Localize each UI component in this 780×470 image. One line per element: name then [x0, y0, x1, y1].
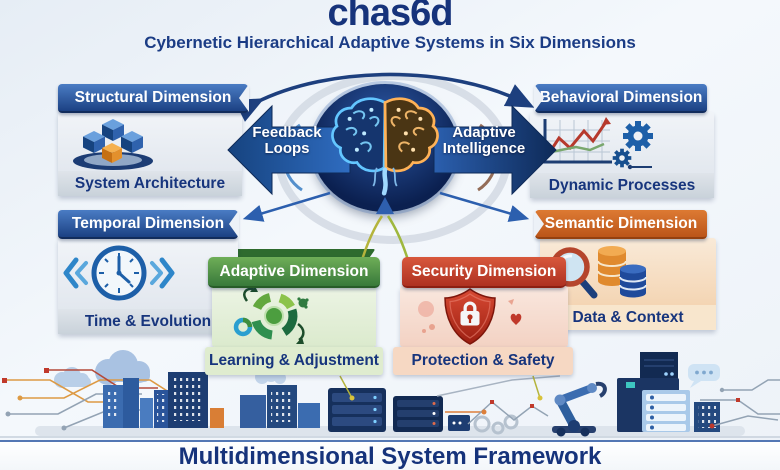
- adaptive-dimension-panel: [212, 286, 376, 347]
- semantic-dimension-title: Semantic Dimension: [544, 215, 698, 232]
- bottom-up-arrowhead: [376, 197, 394, 214]
- security-dimension-caption: Protection & Safety: [393, 347, 573, 375]
- city-tech-skyline: [0, 350, 780, 438]
- temporal-dimension-header: Temporal Dimension: [58, 210, 238, 239]
- temporal-dimension-caption: Time & Evolution: [58, 309, 238, 334]
- cube-right: [121, 131, 143, 153]
- adaptive-intelligence-arrow: [433, 104, 557, 196]
- center-connectors: [227, 72, 557, 261]
- database-orange: [597, 246, 627, 286]
- security-dimension-header: Security Dimension: [402, 257, 566, 288]
- arrow-to-semantic: [439, 191, 530, 222]
- cube-left: [83, 131, 105, 153]
- circuit-lines-right: [700, 379, 780, 427]
- cube-orange: [102, 143, 122, 163]
- buildings-left: [103, 372, 320, 428]
- structural-dimension-caption: System Architecture: [58, 171, 242, 196]
- server-tower: [617, 352, 690, 432]
- server-rack-b: [393, 396, 443, 432]
- behavioral-dimension-header: Behavioral Dimension: [535, 84, 707, 113]
- footer-title: Multidimensional System Framework: [178, 443, 602, 470]
- feedback-loops-label: Feedback Loops: [252, 124, 322, 157]
- semantic-dimension-header: Semantic Dimension: [535, 210, 707, 239]
- chart-gears-icon: [530, 114, 714, 172]
- bottom-up-curve-right: [386, 215, 410, 261]
- chat-bubble-icon: [688, 364, 720, 388]
- adaptive-dimension-header: Adaptive Dimension: [208, 257, 380, 288]
- semantic-dimension-caption: Data & Context: [540, 305, 716, 330]
- poster-title: chas6d: [327, 0, 454, 34]
- footer-bar: Multidimensional System Framework: [0, 440, 780, 470]
- circuit-lines-center: [339, 375, 561, 425]
- cube-top: [102, 119, 124, 141]
- robot-arm: [552, 381, 607, 437]
- behavioral-dimension-title: Behavioral Dimension: [539, 89, 703, 106]
- database-blue: [619, 264, 647, 298]
- temporal-dimension-title: Temporal Dimension: [71, 215, 225, 232]
- arrow-to-temporal: [242, 191, 331, 222]
- adaptive-dimension-caption: Learning & Adjustment: [205, 347, 383, 375]
- clock-icon: [58, 242, 238, 304]
- behavioral-dimension-panel: Dynamic Processes: [530, 112, 714, 198]
- server-rack-a: [328, 388, 386, 432]
- shield-lock-icon: [400, 287, 568, 345]
- security-dimension-panel: [400, 286, 568, 347]
- structural-dimension-header: Structural Dimension: [58, 84, 248, 113]
- top-arc-arrow: [233, 72, 535, 122]
- poster-subtitle: Cybernetic Hierarchical Adaptive Systems…: [144, 33, 636, 52]
- behavioral-dimension-caption: Dynamic Processes: [530, 173, 714, 198]
- bottom-up-curve-left: [360, 215, 384, 261]
- structural-dimension-panel: System Architecture: [58, 112, 242, 196]
- structural-dimension-title: Structural Dimension: [74, 89, 232, 106]
- security-dimension-title: Security Dimension: [411, 263, 557, 280]
- cubes-3d-icon: [58, 114, 242, 172]
- circular-arrows-gear-icon: [212, 287, 376, 345]
- adaptive-intelligence-label: Adaptive Intelligence: [442, 124, 526, 157]
- adaptive-dimension-title: Adaptive Dimension: [219, 263, 369, 280]
- gray-gears-pile: [473, 414, 519, 435]
